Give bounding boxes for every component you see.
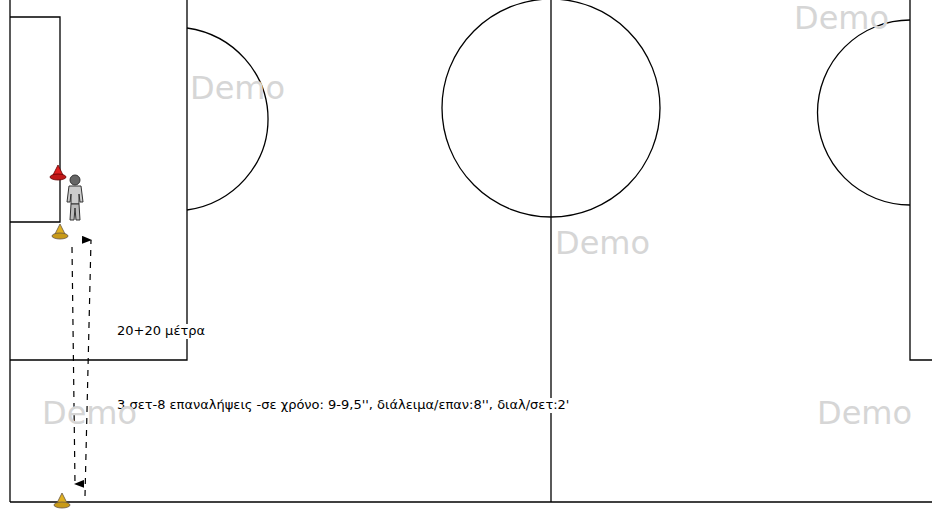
player-figure: [67, 175, 83, 220]
watermark: Demo: [188, 70, 287, 107]
watermark: Demo: [792, 0, 891, 37]
cones: [50, 165, 70, 508]
watermark: Demo: [40, 395, 139, 432]
distance-note: 20+20 μέτρα: [115, 324, 207, 339]
workout-note: 3 σετ-8 επαναλήψεις -σε χρόνο: 9-9,5'', …: [115, 398, 571, 413]
run-arrows: [72, 240, 91, 496]
watermark: Demo: [553, 225, 652, 262]
watermark: Demo: [815, 395, 914, 432]
